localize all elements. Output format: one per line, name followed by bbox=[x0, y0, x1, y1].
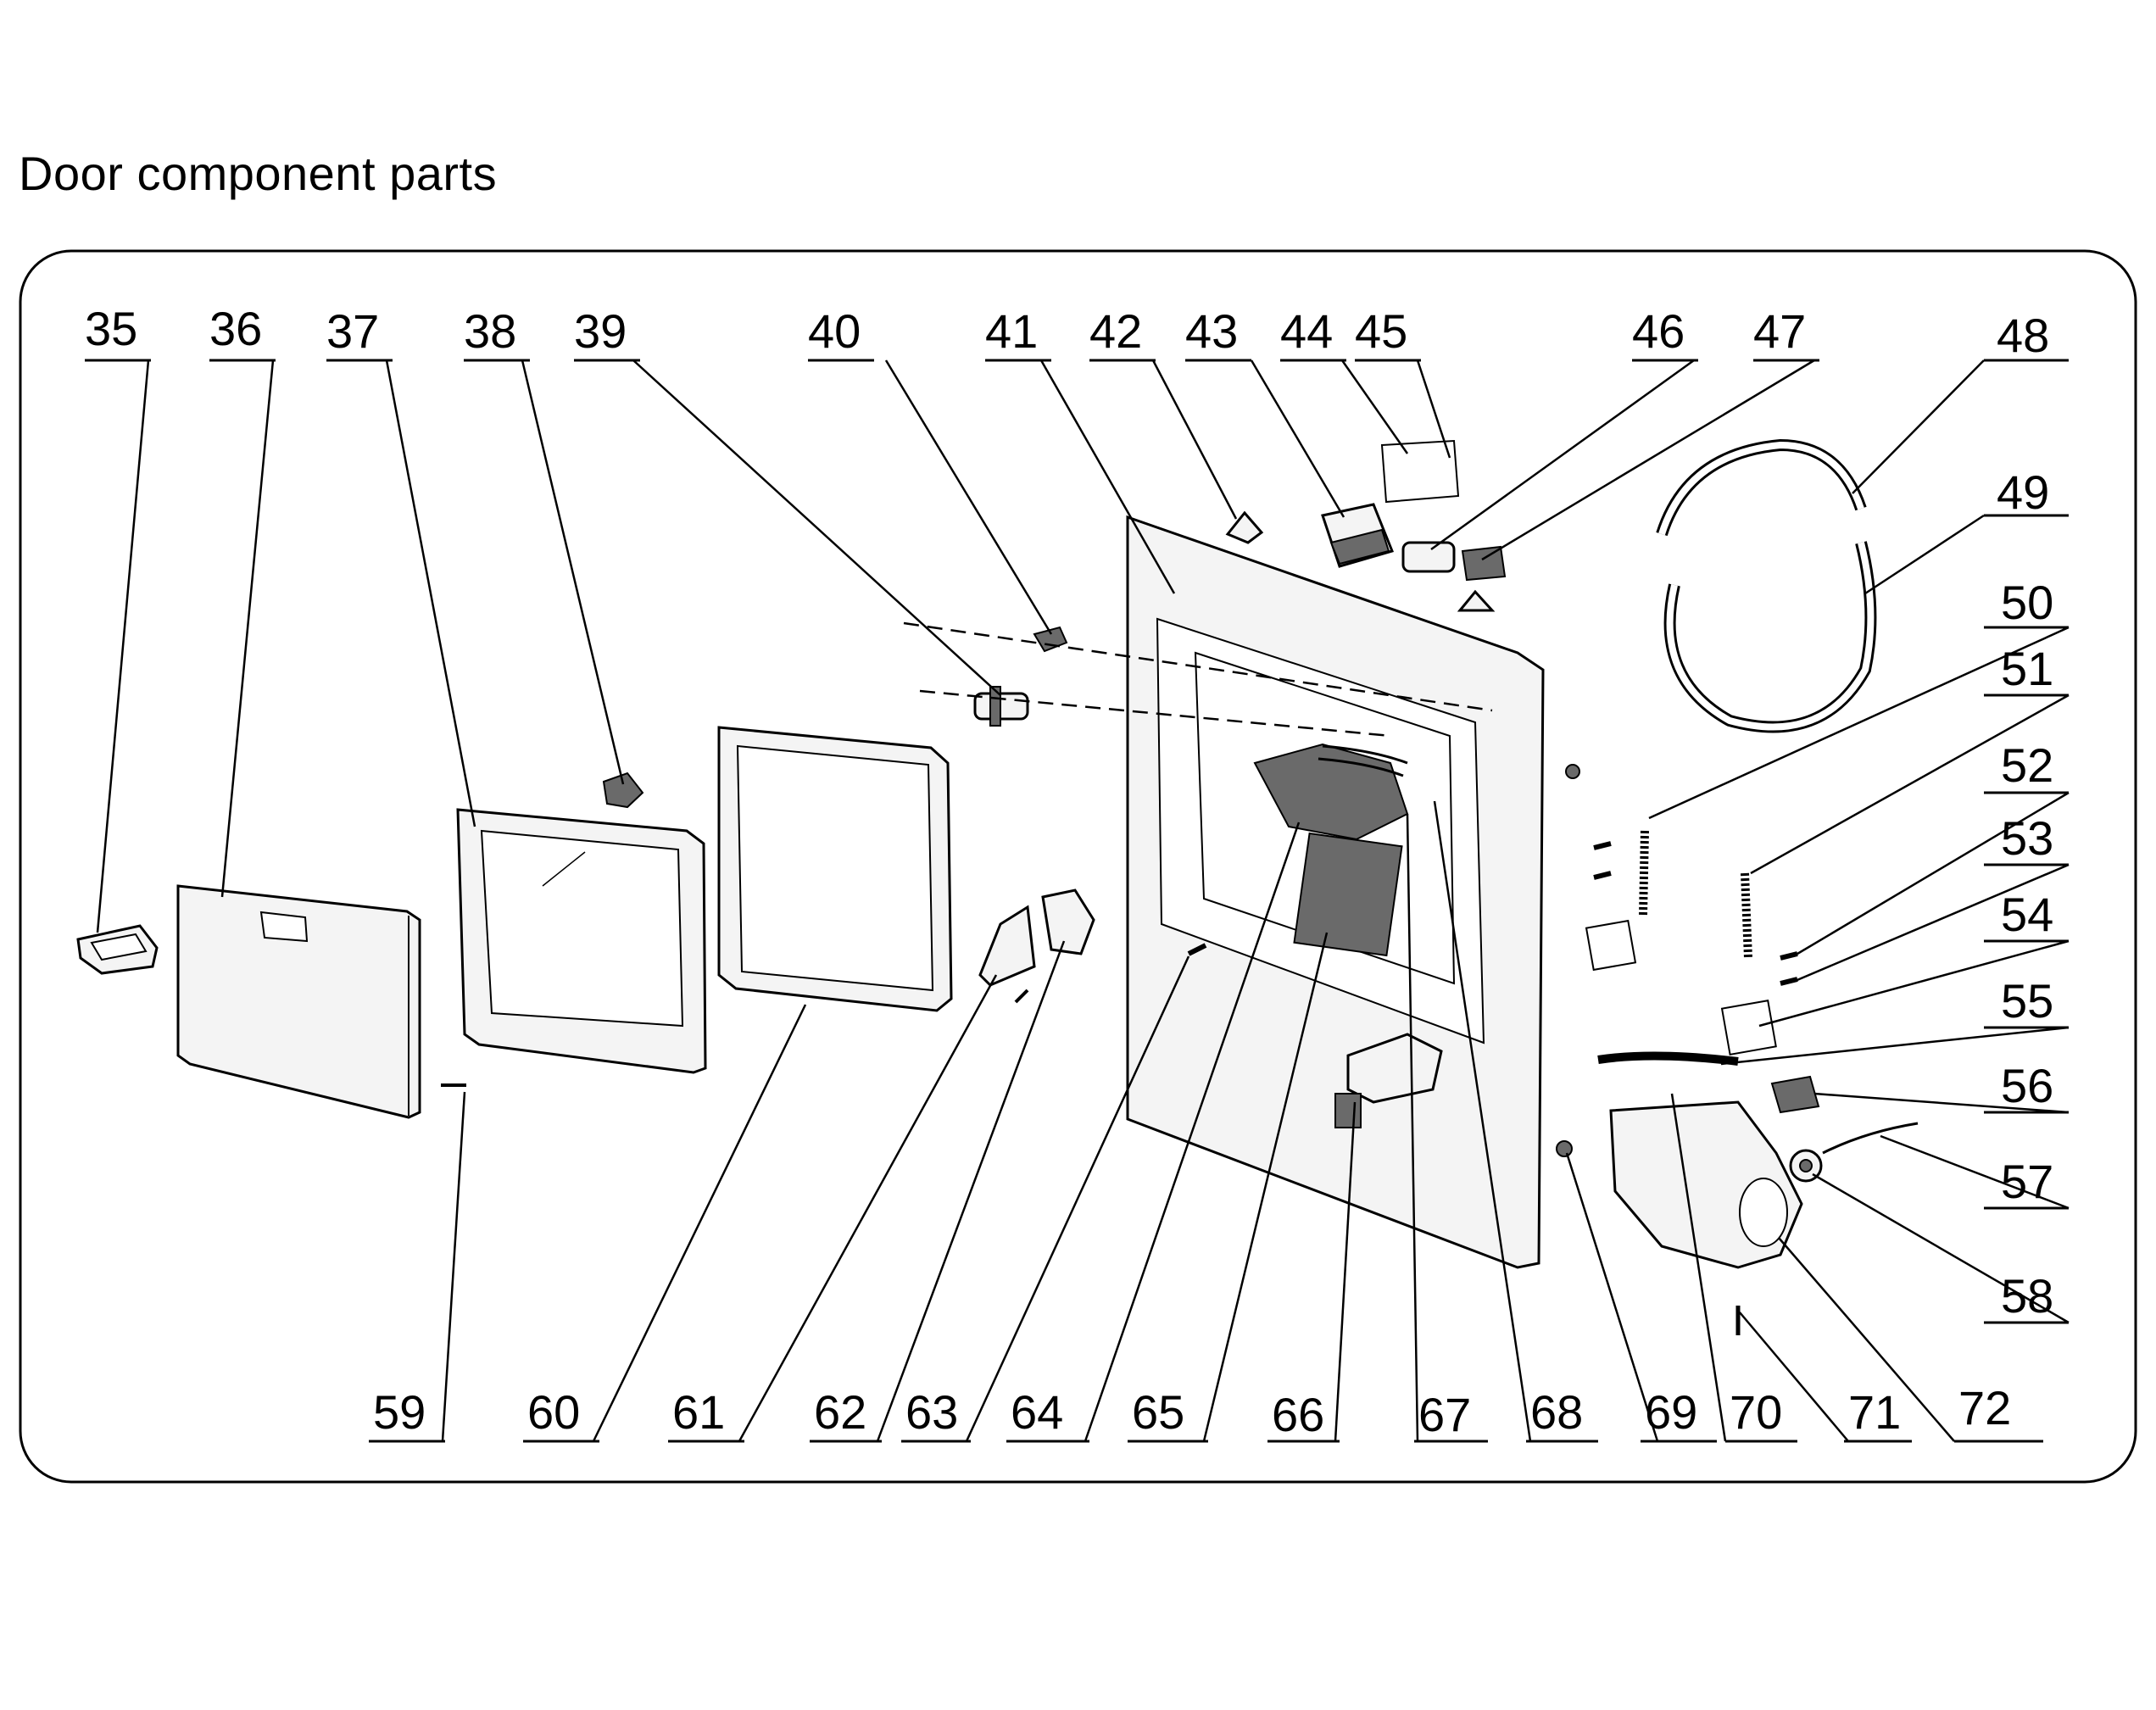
part-69-screw bbox=[1556, 1140, 1573, 1157]
callout-67: 67 bbox=[1418, 1388, 1471, 1441]
callout-51: 51 bbox=[2001, 642, 2053, 695]
callout-64: 64 bbox=[1011, 1385, 1063, 1439]
part-bracket-2 bbox=[1457, 589, 1496, 612]
callout-68: 68 bbox=[1530, 1385, 1583, 1439]
callout-49: 49 bbox=[1997, 465, 2049, 519]
callout-58: 58 bbox=[2001, 1269, 2053, 1323]
callout-61: 61 bbox=[672, 1385, 725, 1439]
part-56-switch bbox=[1770, 1075, 1820, 1114]
callout-35: 35 bbox=[85, 302, 137, 355]
callout-54: 54 bbox=[2001, 888, 2053, 941]
callout-47: 47 bbox=[1753, 304, 1806, 358]
callout-48: 48 bbox=[1997, 309, 2049, 362]
part-70-72-duct-housing bbox=[1609, 1100, 1803, 1269]
callout-60: 60 bbox=[527, 1385, 580, 1439]
part-39-hinge-pin bbox=[973, 686, 1029, 727]
callout-53: 53 bbox=[2001, 811, 2053, 865]
callout-57: 57 bbox=[2001, 1155, 2053, 1208]
part-47-connector bbox=[1461, 545, 1507, 582]
callout-43: 43 bbox=[1185, 304, 1238, 358]
part-63-screw bbox=[1187, 943, 1207, 956]
callout-65: 65 bbox=[1132, 1385, 1184, 1439]
diagram-frame bbox=[19, 249, 2137, 1484]
part-35-handle-cover bbox=[76, 924, 159, 975]
part-52-54 bbox=[1720, 951, 1798, 1056]
part-66-lock bbox=[1334, 1033, 1443, 1128]
leader-lines bbox=[96, 359, 2070, 1442]
callout-45: 45 bbox=[1355, 304, 1407, 358]
assembly-line-39 bbox=[919, 689, 1391, 738]
callout-37: 37 bbox=[326, 304, 379, 358]
part-36-door-panel bbox=[176, 884, 421, 1119]
part-51-spring bbox=[1741, 872, 1752, 959]
part-41-door-body bbox=[1126, 515, 1545, 1269]
part-57-wire bbox=[1822, 1122, 1919, 1155]
callout-72: 72 bbox=[1958, 1381, 2011, 1434]
callout-62: 62 bbox=[814, 1385, 866, 1439]
callout-70: 70 bbox=[1730, 1385, 1782, 1439]
parts-drawings bbox=[76, 438, 1919, 1335]
part-38-latch bbox=[602, 771, 644, 809]
callout-38: 38 bbox=[464, 304, 516, 358]
assembly-line-40 bbox=[903, 621, 1493, 712]
callout-39: 39 bbox=[574, 304, 627, 358]
part-46-cylinder bbox=[1401, 541, 1456, 573]
part-42-bracket bbox=[1225, 510, 1264, 544]
part-screws bbox=[1565, 764, 1637, 972]
callout-71: 71 bbox=[1848, 1385, 1901, 1439]
callout-44: 44 bbox=[1280, 304, 1333, 358]
callout-50: 50 bbox=[2001, 576, 2053, 629]
part-44-cover-plate bbox=[1380, 439, 1460, 504]
callout-46: 46 bbox=[1632, 304, 1685, 358]
part-37-inner-frame bbox=[456, 808, 707, 1074]
callout-52: 52 bbox=[2001, 738, 2053, 792]
callout-41: 41 bbox=[985, 304, 1038, 358]
part-50-spring bbox=[1639, 830, 1649, 916]
callout-63: 63 bbox=[905, 1385, 958, 1439]
page-title: Door component parts bbox=[19, 147, 498, 200]
callout-labels: 35 36 37 38 39 40 41 42 43 44 45 46 47 4… bbox=[85, 302, 2069, 1443]
part-60-gasket-frame bbox=[717, 726, 953, 1012]
callout-66: 66 bbox=[1272, 1388, 1324, 1441]
callout-69: 69 bbox=[1645, 1385, 1697, 1439]
callout-36: 36 bbox=[209, 302, 262, 355]
callout-56: 56 bbox=[2001, 1059, 2053, 1112]
callout-40: 40 bbox=[808, 304, 861, 358]
callout-59: 59 bbox=[373, 1385, 426, 1439]
callout-55: 55 bbox=[2001, 974, 2053, 1028]
callout-42: 42 bbox=[1089, 304, 1142, 358]
part-58-wheel bbox=[1789, 1149, 1823, 1183]
part-43-vent-housing bbox=[1321, 503, 1395, 568]
part-55-gasket-strip bbox=[1597, 1051, 1739, 1066]
part-61-62-hinge bbox=[978, 888, 1095, 1004]
